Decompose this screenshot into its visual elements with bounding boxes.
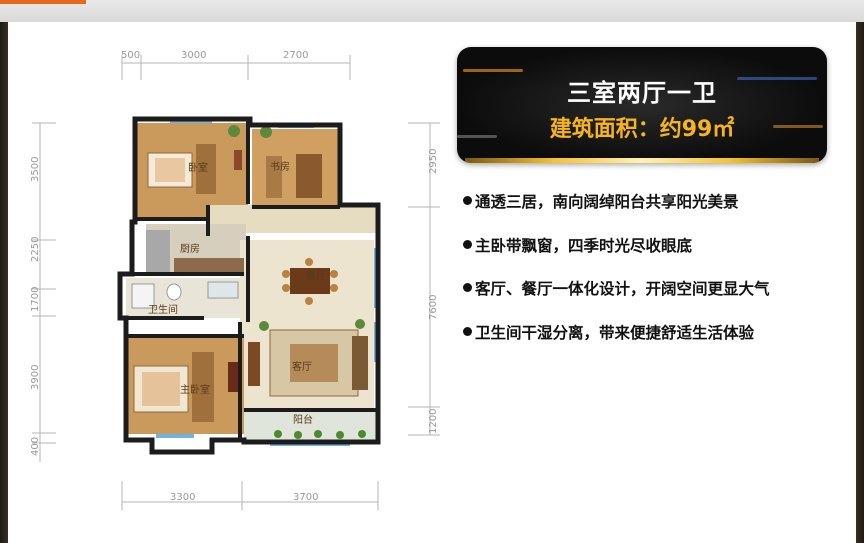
- toolbar-accent: [0, 0, 86, 4]
- room-balcony: 阳台: [293, 415, 313, 426]
- feature-item: 通透三居，南向阔绰阳台共享阳光美景: [463, 190, 770, 234]
- feature-item: 卫生间干湿分离，带来便捷舒适生活体验: [463, 321, 770, 365]
- dimension-lines: [32, 55, 440, 510]
- light-streak: [457, 135, 497, 138]
- dim-bottom-3300: 3300: [170, 492, 196, 503]
- room-kitchen: 厨房: [180, 244, 200, 255]
- left-frame: [0, 22, 8, 543]
- area-title: 建筑面积：约99㎡: [549, 117, 735, 142]
- room-bedroom1: 卧室: [188, 163, 208, 174]
- dim-top-2700: 2700: [283, 50, 309, 61]
- feature-list: 通透三居，南向阔绰阳台共享阳光美景 主卧带飘窗，四季时光尽收眼底 客厅、餐厅一体…: [463, 190, 770, 364]
- room-dining: 餐厅: [306, 271, 326, 282]
- apartment-drawing: [117, 116, 381, 455]
- feature-text: 主卧带飘窗，四季时光尽收眼底: [475, 236, 693, 255]
- dim-bottom-3700: 3700: [293, 492, 319, 503]
- light-streak: [737, 77, 817, 80]
- feature-item: 客厅、餐厅一体化设计，开阔空间更显大气: [463, 277, 770, 321]
- balcony-floor: [244, 410, 378, 442]
- dim-top-3000: 3000: [181, 50, 207, 61]
- room-master: 主卧室: [180, 385, 210, 396]
- room-bathroom: 卫生间: [148, 305, 178, 316]
- right-frame: [856, 22, 864, 543]
- bullet-icon: [463, 196, 472, 205]
- bullet-icon: [463, 326, 472, 336]
- light-streak: [773, 125, 823, 128]
- dim-top-500: 500: [121, 50, 141, 61]
- top-toolbar: [0, 0, 864, 23]
- bullet-icon: [463, 239, 472, 249]
- feature-text: 客厅、餐厅一体化设计，开阔空间更显大气: [475, 280, 770, 298]
- study-floor: [252, 129, 338, 205]
- slide: 500 3000 2700 3300 3700 3500 2250 1700 3…: [8, 22, 856, 543]
- floor-plan: 500 3000 2700 3300 3700 3500 2250 1700 3…: [8, 22, 448, 543]
- room-living: 客厅: [292, 362, 312, 373]
- light-streak: [463, 69, 523, 72]
- title-card: 三室两厅一卫 建筑面积：约99㎡: [457, 47, 827, 163]
- feature-text: 卫生间干湿分离，带来便捷舒适生活体验: [475, 323, 755, 342]
- feature-item: 主卧带飘窗，四季时光尽收眼底: [463, 234, 770, 278]
- gold-underline: [465, 158, 819, 163]
- feature-text: 通透三居，南向阔绰阳台共享阳光美景: [475, 193, 739, 211]
- layout-title: 三室两厅一卫: [567, 79, 717, 107]
- room-study: 书房: [270, 162, 290, 173]
- bullet-icon: [463, 283, 472, 292]
